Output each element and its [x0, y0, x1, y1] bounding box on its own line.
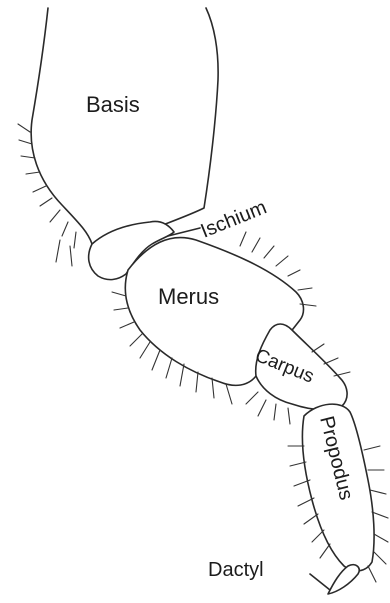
ischium-label: Ischium: [198, 196, 270, 242]
merus-label: Merus: [158, 284, 219, 309]
dactyl-label: Dactyl: [208, 559, 264, 581]
dactyl-claw: [328, 565, 359, 594]
basis-segment: [18, 8, 218, 266]
dactyl-segment: [310, 565, 359, 594]
basis-label: Basis: [86, 92, 140, 117]
basis-outline: [31, 8, 218, 244]
dactyl-pointer: [310, 574, 330, 590]
